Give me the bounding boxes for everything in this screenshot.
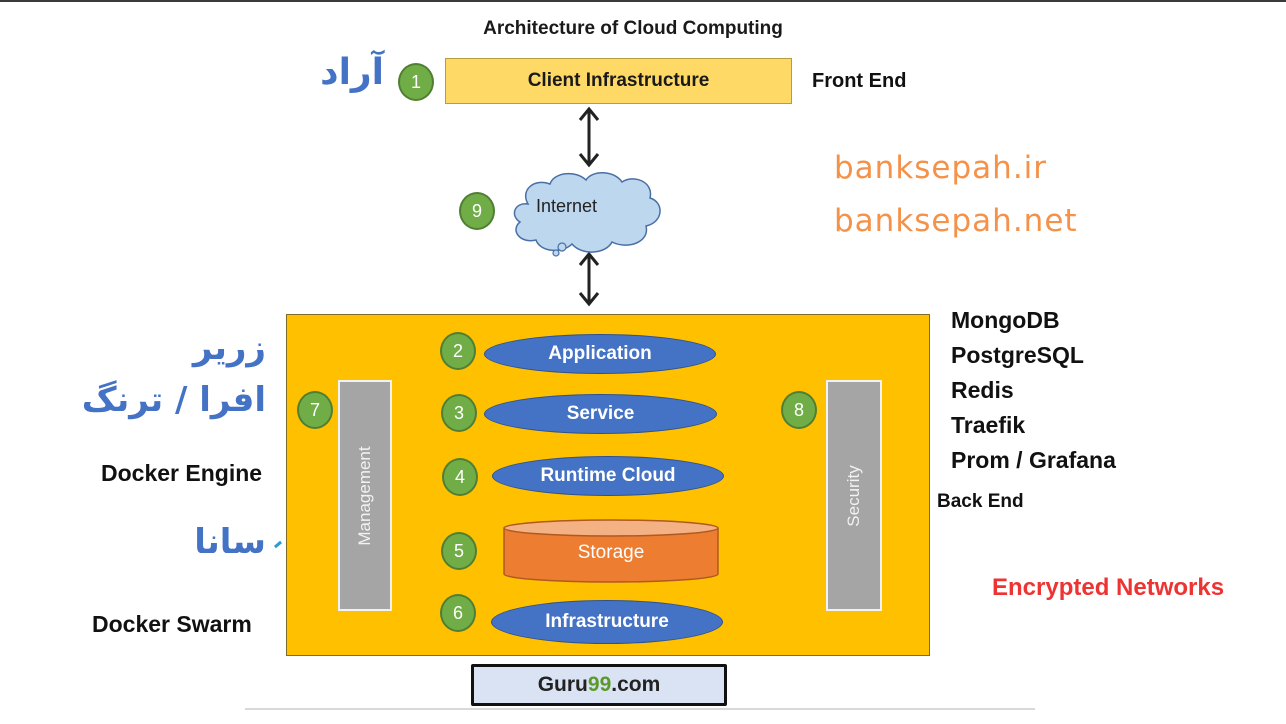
security-bar: Security [826,380,882,611]
blue-tick-mark [273,540,283,549]
service-redis: Redis [951,377,1014,403]
brand-suffix: .com [611,673,661,696]
brand-prefix: Guru [537,673,588,696]
top-border [0,0,1286,2]
persian-label-zarir: زرير [192,328,266,368]
badge-3: 3 [441,394,477,432]
service-prom-grafana: Prom / Grafana [951,447,1116,473]
brand-highlight: 99 [587,673,612,696]
diagram-title: Architecture of Cloud Computing [483,18,783,39]
internet-label: Internet [536,196,598,216]
badge-4: 4 [442,458,478,496]
layer-application: Application [484,334,716,374]
persian-label-arad: آراد [320,52,384,93]
service-postgresql: PostgreSQL [951,342,1084,368]
badge-5: 5 [441,532,477,570]
management-bar: Management [338,380,392,611]
persian-label-sana: سانا [194,522,266,562]
badge-8: 8 [781,391,817,429]
arrow-client-internet [578,106,600,168]
service-traefik: Traefik [951,412,1026,438]
client-infrastructure-box: Client Infrastructure [445,58,792,104]
layer-service: Service [484,394,717,434]
back-end-label: Back End [937,491,1024,512]
docker-engine-label: Docker Engine [101,460,263,486]
badge-7: 7 [297,391,333,429]
domain-banksepah-ir: banksepah.ir [834,150,1048,186]
layer-runtime-cloud: Runtime Cloud [492,456,724,496]
badge-1: 1 [398,63,434,101]
badge-9: 9 [459,192,495,230]
arrow-internet-backend [578,251,600,307]
service-mongodb: MongoDB [951,307,1060,333]
management-label: Management [355,445,374,546]
layer-infrastructure: Infrastructure [491,600,723,644]
encrypted-networks-label: Encrypted Networks [992,574,1225,601]
badge-2: 2 [440,332,476,370]
front-end-label: Front End [812,70,907,92]
persian-label-afra-tarang: افرا / ترنگ [81,380,266,420]
badge-6: 6 [440,594,476,632]
storage-cylinder-icon [503,519,719,583]
layer-storage: Storage [577,542,645,563]
docker-swarm-label: Docker Swarm [92,611,252,637]
domain-banksepah-net: banksepah.net [834,203,1078,239]
security-label: Security [844,464,863,527]
bottom-divider [245,708,1035,710]
internet-cloud-icon [513,172,661,257]
